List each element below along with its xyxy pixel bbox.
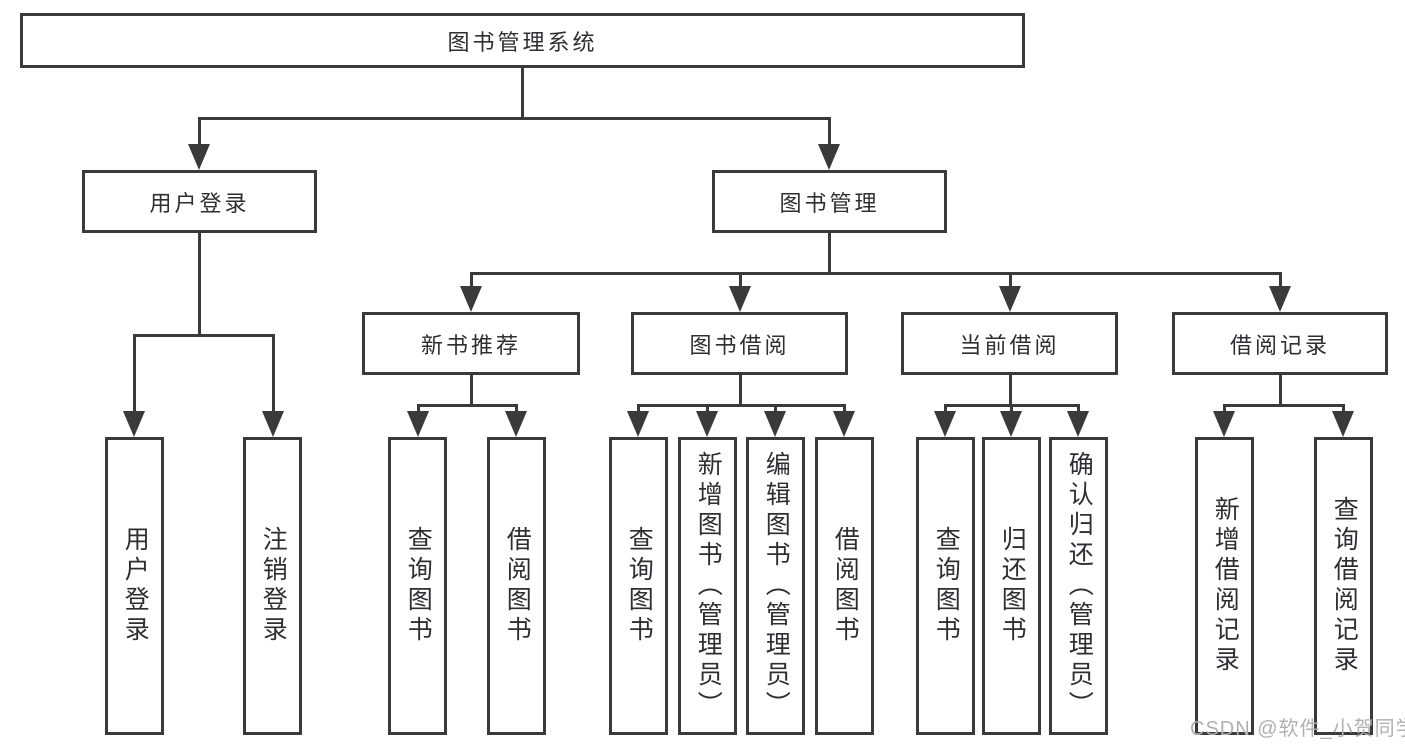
connector-line — [738, 373, 742, 407]
arrow-down-icon — [818, 144, 840, 170]
arrow-down-icon — [1213, 411, 1235, 437]
leaf-edit-book-admin: 编辑图书（管理员） — [746, 437, 805, 735]
leaf-query-borrow-record: 查询借阅记录 — [1314, 437, 1373, 735]
leaf-borrow-books-recommend: 借阅图书 — [487, 437, 546, 735]
leaf-label: 新增图书（管理员） — [694, 451, 723, 721]
arrow-down-icon — [729, 286, 751, 312]
connector-line — [469, 271, 1282, 275]
arrow-down-icon — [934, 411, 956, 437]
leaf-label: 新增借阅记录 — [1211, 496, 1240, 676]
leaf-label: 查询图书 — [932, 526, 961, 646]
arrow-down-icon — [764, 411, 786, 437]
leaf-label: 用户登录 — [121, 526, 150, 646]
leaf-label: 查询图书 — [625, 526, 654, 646]
leaf-label: 注销登录 — [259, 526, 288, 646]
node-new-book-recommendation: 新书推荐 — [362, 312, 580, 375]
connector-line — [827, 231, 831, 275]
leaf-label: 借阅图书 — [831, 526, 860, 646]
connector-arrow-stem — [1278, 273, 1282, 288]
connector-line — [197, 116, 831, 120]
leaf-label: 查询借阅记录 — [1330, 496, 1359, 676]
leaf-user-login: 用户登录 — [105, 437, 164, 735]
connector-arrow-stem — [1341, 405, 1345, 413]
connector-arrow-stem — [1076, 405, 1080, 413]
connector-arrow-stem — [1222, 405, 1226, 413]
arrow-down-icon — [1067, 411, 1089, 437]
leaf-add-borrow-record: 新增借阅记录 — [1195, 437, 1254, 735]
connector-line — [416, 403, 518, 407]
node-borrowing-records: 借阅记录 — [1172, 312, 1388, 375]
connector-arrow-stem — [514, 405, 518, 413]
leaf-label: 归还图书 — [998, 526, 1027, 646]
leaf-return-book: 归还图书 — [982, 437, 1041, 735]
leaf-label: 查询图书 — [404, 526, 433, 646]
watermark: CSDN @软件_小贺同学 — [1190, 718, 1405, 740]
connector-arrow-stem — [271, 335, 275, 413]
connector-arrow-stem — [773, 405, 777, 413]
arrow-down-icon — [627, 411, 649, 437]
leaf-borrow-books-borrowing: 借阅图书 — [815, 437, 874, 735]
node-root: 图书管理系统 — [20, 13, 1025, 68]
leaf-query-books-borrowing: 查询图书 — [609, 437, 668, 735]
connector-arrow-stem — [132, 335, 136, 413]
connector-arrow-stem — [197, 118, 201, 146]
arrow-down-icon — [262, 411, 284, 437]
connector-arrow-stem — [1009, 405, 1013, 413]
connector-line — [1222, 403, 1345, 407]
leaf-label: 借阅图书 — [503, 526, 532, 646]
leaf-label: 确认归还（管理员） — [1065, 451, 1094, 721]
arrow-down-icon — [696, 411, 718, 437]
connector-line — [469, 373, 473, 407]
leaf-logout-login: 注销登录 — [243, 437, 302, 735]
connector-line — [1278, 373, 1282, 407]
connector-arrow-stem — [943, 405, 947, 413]
connector-arrow-stem — [416, 405, 420, 413]
node-current-borrowing: 当前借阅 — [901, 312, 1118, 375]
node-book-management: 图书管理 — [712, 170, 947, 233]
connector-arrow-stem — [738, 273, 742, 288]
connector-arrow-stem — [842, 405, 846, 413]
arrow-down-icon — [1269, 286, 1291, 312]
node-book-borrowing: 图书借阅 — [631, 312, 848, 375]
arrow-down-icon — [833, 411, 855, 437]
connector-line — [520, 66, 524, 120]
arrow-down-icon — [407, 411, 429, 437]
connector-line — [1008, 373, 1012, 407]
arrow-down-icon — [1000, 411, 1022, 437]
arrow-down-icon — [123, 411, 145, 437]
node-user-login: 用户登录 — [82, 170, 317, 233]
connector-arrow-stem — [469, 273, 473, 288]
leaf-add-book-admin: 新增图书（管理员） — [678, 437, 737, 735]
connector-line — [636, 403, 846, 407]
leaf-query-books-current: 查询图书 — [916, 437, 975, 735]
connector-line — [197, 231, 201, 337]
connector-arrow-stem — [705, 405, 709, 413]
arrow-down-icon — [505, 411, 527, 437]
connector-arrow-stem — [636, 405, 640, 413]
arrow-down-icon — [188, 144, 210, 170]
leaf-query-books-recommend: 查询图书 — [388, 437, 447, 735]
connector-line — [132, 333, 275, 337]
arrow-down-icon — [460, 286, 482, 312]
arrow-down-icon — [999, 286, 1021, 312]
leaf-label: 编辑图书（管理员） — [762, 451, 791, 721]
connector-arrow-stem — [1008, 273, 1012, 288]
arrow-down-icon — [1332, 411, 1354, 437]
leaf-confirm-return-admin: 确认归还（管理员） — [1049, 437, 1108, 735]
connector-arrow-stem — [827, 118, 831, 146]
